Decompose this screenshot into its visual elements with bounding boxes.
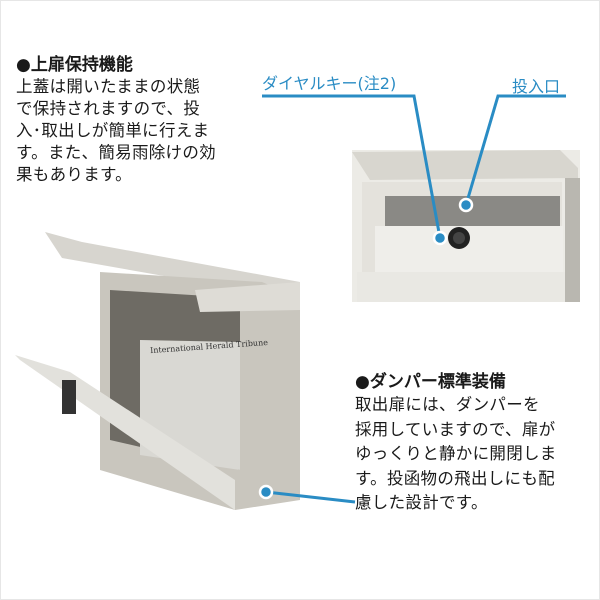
dial-key-label: ダイヤルキー(注2) — [262, 74, 397, 93]
feature-text-line: 取出扉には、ダンパーを — [355, 395, 540, 414]
feature-heading: ●上扉保持機能 — [16, 55, 133, 75]
dial-key-marker — [432, 230, 448, 246]
feature-upper-door-hold: ●上扉保持機能 上蓋は開いたままの状態 で保持されますので、投 入･取出しが簡単… — [16, 54, 216, 186]
feature-text-line: 採用していますので、扉が — [355, 419, 556, 439]
feature-text-line: す。投函物の飛出しにも配 — [355, 468, 555, 488]
damper-leader-line — [265, 490, 356, 504]
detail-photo — [352, 150, 580, 302]
feature-damper: ●ダンパー標準装備 取出扉には、ダンパーを 採用していますので、扉が ゆっくりと… — [355, 371, 557, 516]
feature-text-line: 入･取出しが簡単に行えま — [16, 121, 210, 140]
slot-label: 投入口 — [512, 77, 561, 96]
damper-marker — [258, 484, 274, 500]
feature-text-line: ゆっくりと静かに開閉しま — [355, 444, 557, 463]
feature-text-line: 上蓋は開いたままの状態 — [16, 77, 201, 96]
feature-text-line: で保持されますので、投 — [16, 99, 201, 118]
feature-text-line: す。また、簡易雨除けの効 — [16, 143, 216, 162]
mailbox-photo — [15, 232, 300, 510]
feature-heading: ●ダンパー標準装備 — [355, 372, 506, 392]
slot-marker — [458, 197, 474, 213]
feature-text-line: 慮した設計です。 — [355, 493, 488, 512]
dial-key-leader-line — [262, 94, 442, 239]
slot-leader-line — [464, 94, 566, 206]
feature-text-line: 果もあります。 — [16, 165, 132, 184]
